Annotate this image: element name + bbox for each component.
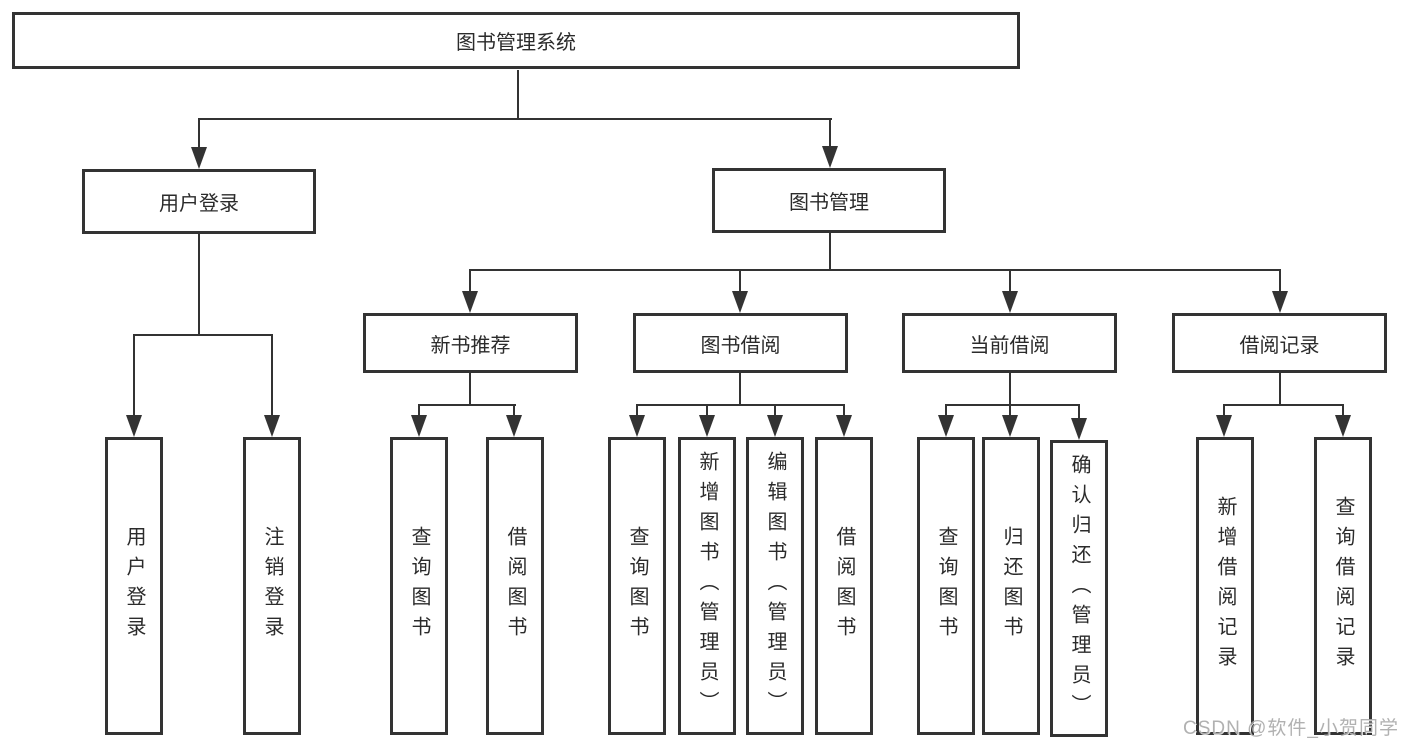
node-label: 借阅图书: [833, 526, 855, 646]
arrowhead-down-icon: [699, 415, 715, 437]
node-label: 注销登录: [261, 526, 283, 646]
leaf-query-borrow-record: 查询借阅记录: [1314, 437, 1372, 735]
arrowhead-down-icon: [767, 415, 783, 437]
arrowhead-down-icon: [836, 415, 852, 437]
connector-line: [469, 269, 1281, 271]
node-user-login: 用户登录: [82, 169, 316, 234]
arrowhead-down-icon: [732, 291, 748, 313]
leaf-user-login: 用户登录: [105, 437, 163, 735]
node-library-management-system: 图书管理系统: [12, 12, 1020, 69]
node-new-book-recommendation: 新书推荐: [363, 313, 578, 373]
connector-line: [1279, 269, 1281, 295]
connector-line: [739, 373, 741, 406]
arrowhead-down-icon: [1272, 291, 1288, 313]
node-label: 编辑图书（管理员）: [764, 451, 786, 721]
arrowhead-down-icon: [411, 415, 427, 437]
arrowhead-down-icon: [191, 147, 207, 169]
node-label: 图书管理: [789, 192, 869, 214]
connector-line: [133, 334, 135, 420]
node-label: 借阅记录: [1239, 334, 1320, 357]
node-label: 借阅图书: [504, 526, 526, 646]
node-label: 确认归还（管理员）: [1068, 453, 1090, 724]
connector-line: [469, 373, 471, 406]
node-label: 查询图书: [408, 526, 430, 646]
leaf-logout-login: 注销登录: [243, 437, 301, 735]
node-label: 用户登录: [159, 193, 239, 215]
leaf-edit-books-admin: 编辑图书（管理员）: [746, 437, 804, 735]
node-book-management: 图书管理: [712, 168, 946, 233]
connector-line: [829, 232, 831, 271]
connector-line: [1009, 373, 1011, 406]
arrowhead-down-icon: [1071, 418, 1087, 440]
leaf-confirm-return-admin: 确认归还（管理员）: [1050, 440, 1108, 737]
arrowhead-down-icon: [264, 415, 280, 437]
connector-line: [198, 118, 832, 120]
leaf-add-borrow-record: 新增借阅记录: [1196, 437, 1254, 735]
connector-line: [513, 404, 515, 420]
arrowhead-down-icon: [938, 415, 954, 437]
arrowhead-down-icon: [506, 415, 522, 437]
connector-line: [843, 404, 845, 420]
connector-line: [739, 269, 741, 295]
connector-line: [706, 404, 708, 420]
leaf-borrow-books: 借阅图书: [815, 437, 873, 735]
connector-line: [829, 118, 831, 151]
connector-line: [945, 404, 947, 420]
node-label: 归还图书: [1000, 526, 1022, 646]
node-borrowing-records: 借阅记录: [1172, 313, 1387, 373]
node-book-borrowing: 图书借阅: [633, 313, 848, 373]
arrowhead-down-icon: [126, 415, 142, 437]
connector-line: [636, 404, 845, 406]
connector-line: [1342, 404, 1344, 420]
connector-line: [271, 334, 273, 420]
node-label: 新书推荐: [430, 334, 511, 357]
node-label: 查询借阅记录: [1332, 496, 1354, 676]
connector-line: [1078, 404, 1080, 422]
arrowhead-down-icon: [629, 415, 645, 437]
arrowhead-down-icon: [822, 146, 838, 168]
arrowhead-down-icon: [1216, 415, 1232, 437]
connector-line: [198, 118, 200, 152]
node-label: 查询图书: [935, 526, 957, 646]
connector-line: [469, 269, 471, 295]
node-label: 图书管理系统: [456, 32, 576, 54]
leaf-return-books: 归还图书: [982, 437, 1040, 735]
connector-line: [1009, 269, 1011, 295]
leaf-query-books-recommend: 查询图书: [390, 437, 448, 735]
connector-line: [198, 233, 200, 336]
arrowhead-down-icon: [1002, 291, 1018, 313]
connector-line: [133, 334, 273, 336]
leaf-query-books-current: 查询图书: [917, 437, 975, 735]
connector-line: [1223, 404, 1344, 406]
node-label: 图书借阅: [700, 334, 781, 357]
arrowhead-down-icon: [1335, 415, 1351, 437]
connector-line: [1279, 373, 1281, 406]
connector-line: [418, 404, 420, 420]
arrowhead-down-icon: [462, 291, 478, 313]
connector-line: [636, 404, 638, 420]
csdn-watermark: CSDN @软件_小贺同学: [1183, 718, 1399, 739]
node-current-borrowing: 当前借阅: [902, 313, 1117, 373]
connector-line: [774, 404, 776, 420]
connector-line: [1009, 404, 1011, 420]
arrowhead-down-icon: [1002, 415, 1018, 437]
connector-line: [1223, 404, 1225, 420]
node-label: 查询图书: [626, 526, 648, 646]
node-label: 用户登录: [123, 526, 145, 646]
connector-line: [517, 70, 519, 120]
leaf-query-books-borrowing: 查询图书: [608, 437, 666, 735]
node-label: 当前借阅: [969, 334, 1050, 357]
connector-line: [945, 404, 1080, 406]
node-label: 新增借阅记录: [1214, 496, 1236, 676]
connector-line: [418, 404, 516, 406]
leaf-add-books-admin: 新增图书（管理员）: [678, 437, 736, 735]
leaf-borrow-books-recommend: 借阅图书: [486, 437, 544, 735]
node-label: 新增图书（管理员）: [696, 451, 718, 721]
